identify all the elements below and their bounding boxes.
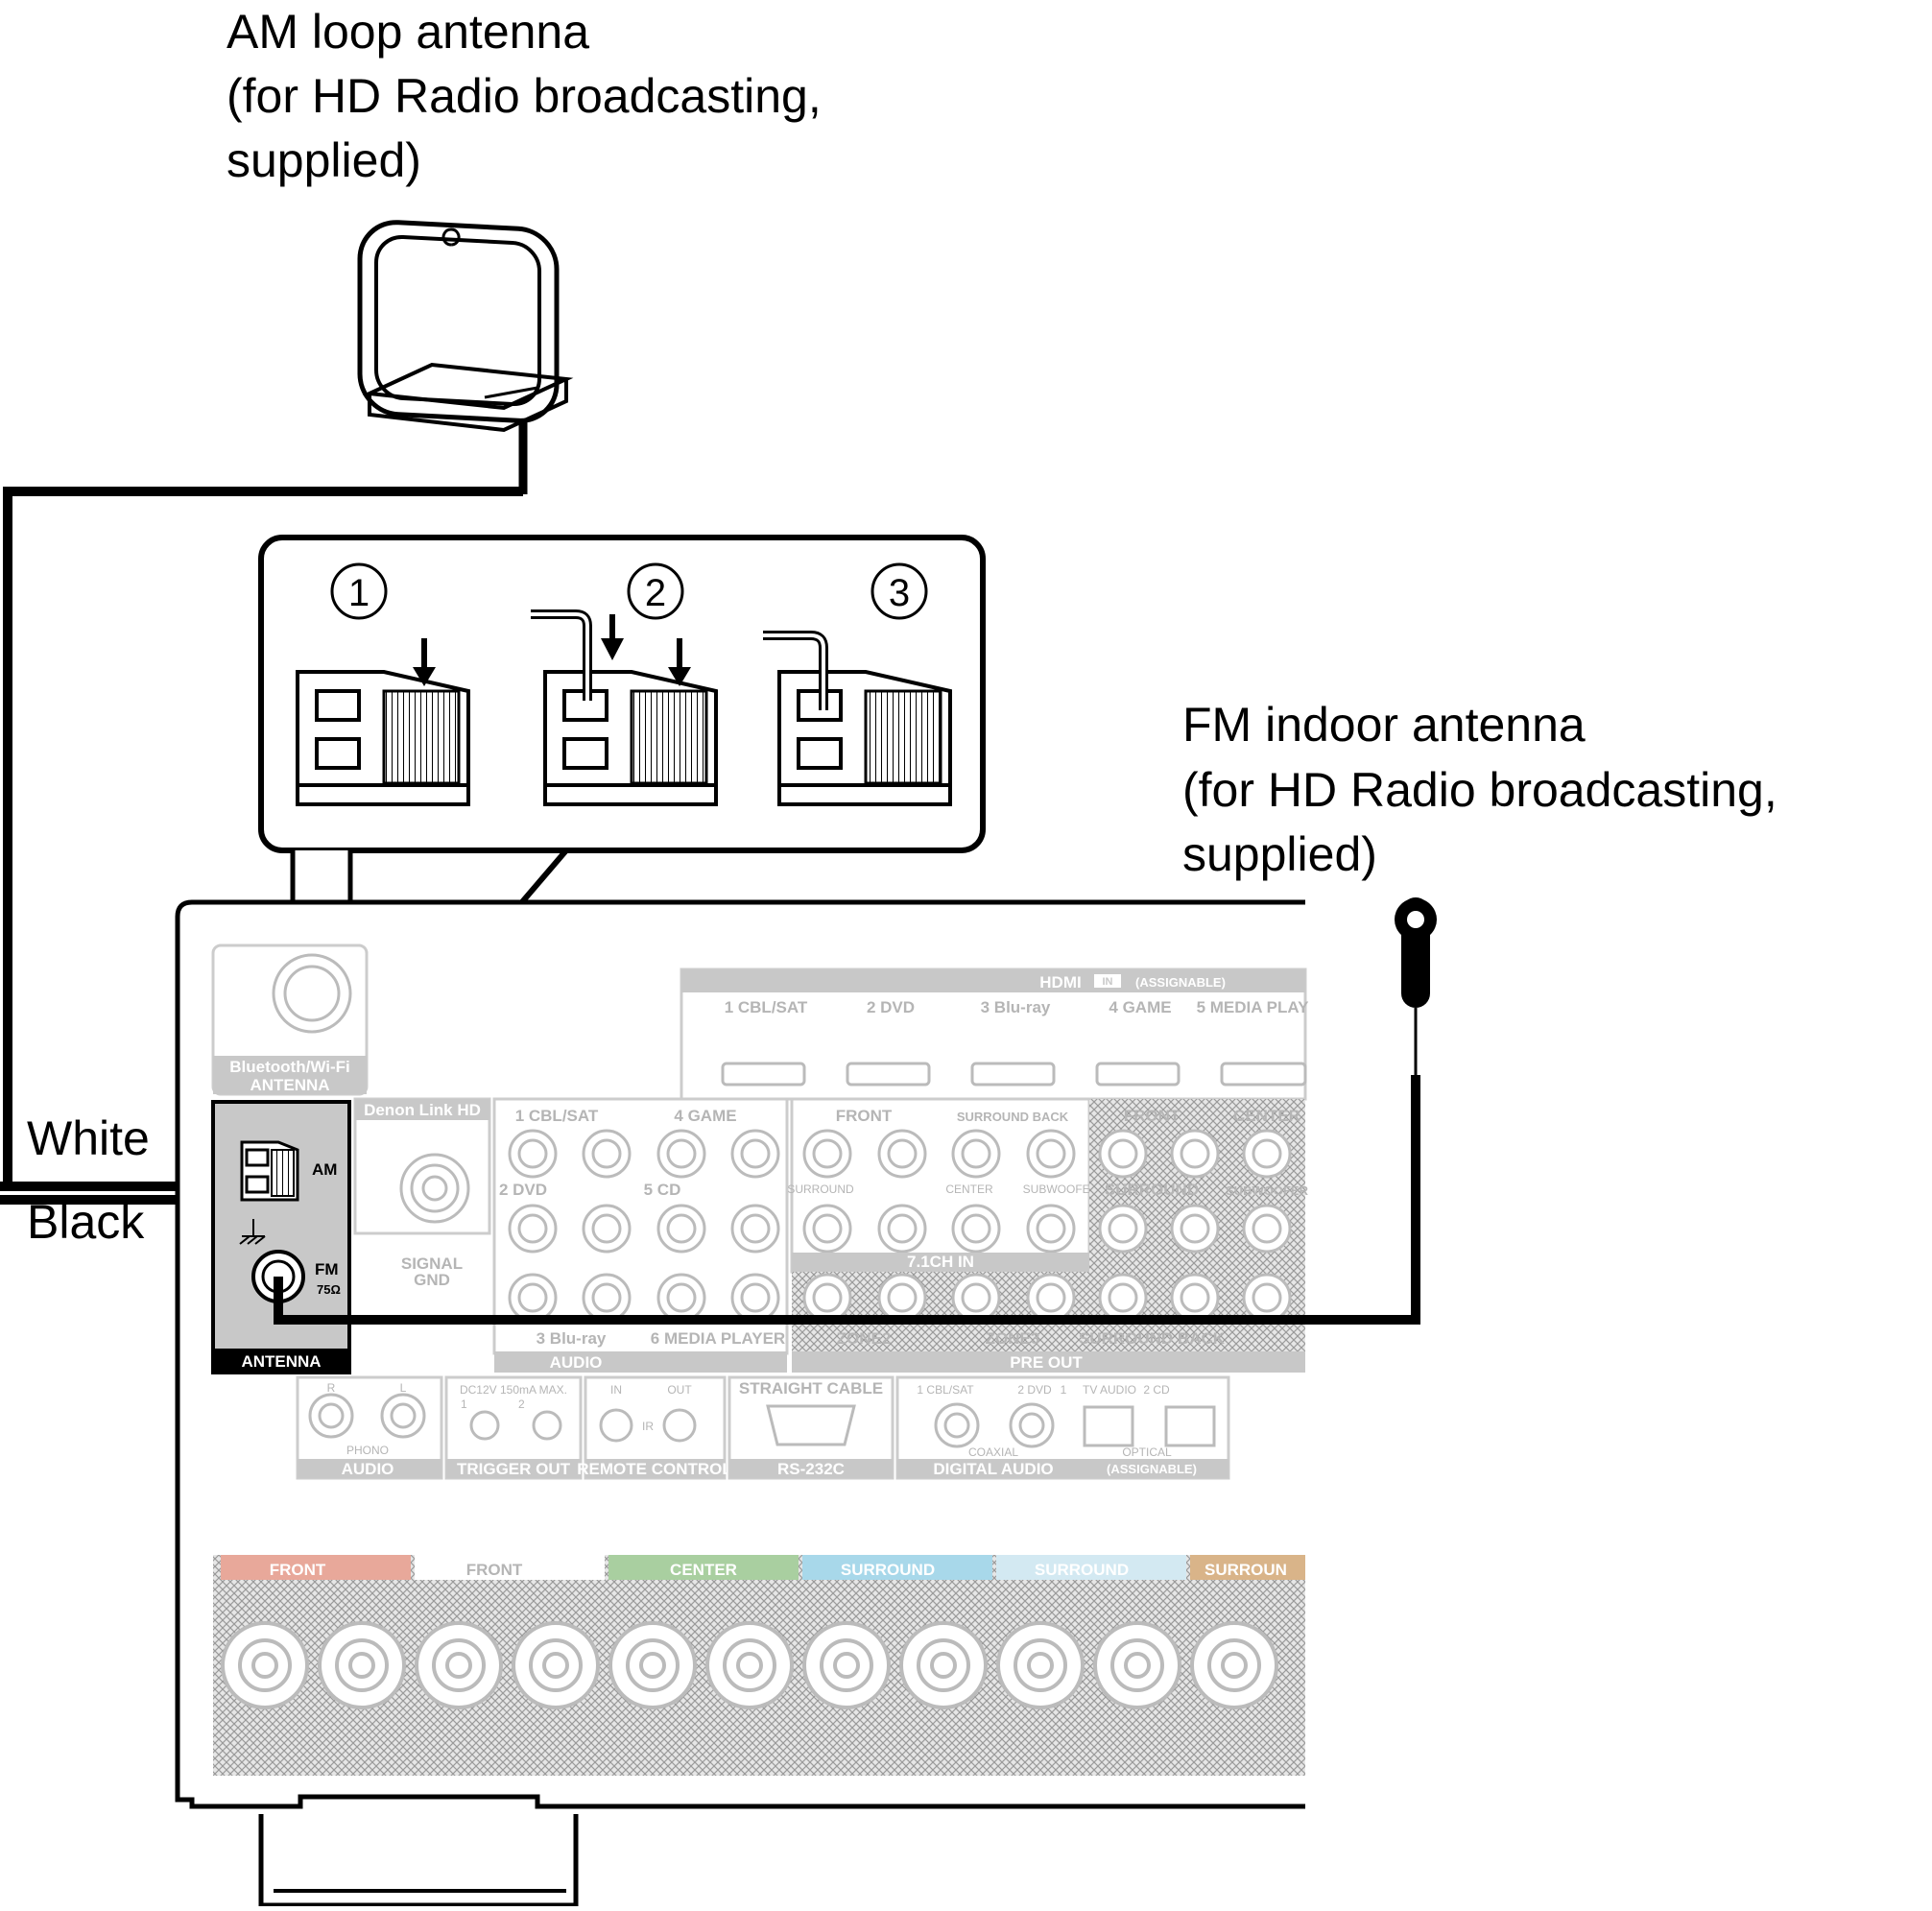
coaxial-label: COAXIAL xyxy=(968,1445,1018,1459)
fm-terminal-label: FM xyxy=(315,1260,339,1278)
trigger-1: 1 xyxy=(461,1397,467,1411)
remote-title: REMOTE CONTROL xyxy=(577,1460,732,1478)
bt-antenna-label-2: ANTENNA xyxy=(250,1076,329,1094)
ch71-front: FRONT xyxy=(836,1107,893,1125)
digital-opt-2: 2 CD xyxy=(1143,1383,1170,1397)
speaker-terminal-row: FRONT FRONT CENTER SURROUND SURROUND SUR… xyxy=(221,1555,1305,1709)
hdmi-assignable: (ASSIGNABLE) xyxy=(1135,975,1226,990)
audio-in-2: 2 DVD xyxy=(499,1181,547,1199)
ch71-sb: SURROUND BACK xyxy=(957,1110,1069,1124)
preout-front: FRONT xyxy=(1124,1107,1181,1125)
step-2-badge xyxy=(627,562,684,620)
terminal-step3-icon xyxy=(763,631,952,806)
spk-center: CENTER xyxy=(670,1561,737,1579)
audio-in-1: 1 CBL/SAT xyxy=(515,1107,599,1125)
fm-indoor-antenna-icon xyxy=(274,897,1437,1325)
preout-zone2: ZONE2 xyxy=(837,1329,892,1348)
terminal-step2-icon xyxy=(531,609,718,806)
am-caption-line1: AM loop antenna xyxy=(227,5,589,59)
preout-zone3: ZONE3 xyxy=(986,1329,1040,1348)
am-caption-line3: supplied) xyxy=(227,133,421,187)
audio-in-5: 5 CD xyxy=(644,1181,681,1199)
trigger-spec: DC12V 150mA MAX. xyxy=(460,1383,567,1397)
signal-gnd-label-2: GND xyxy=(414,1271,450,1289)
hdmi-input-1: 1 CBL/SAT xyxy=(725,998,808,1016)
preout-title: PRE OUT xyxy=(1010,1353,1083,1372)
hdmi-input-4: 4 GAME xyxy=(1109,998,1171,1016)
fm-caption-line2: (for HD Radio broadcasting, xyxy=(1182,763,1777,817)
antenna-terminal-panel: ANTENNA AM FM 75Ω xyxy=(211,1100,351,1374)
digital-tv-audio: TV AUDIO xyxy=(1083,1383,1136,1397)
hdmi-input-3: 3 Blu-ray xyxy=(981,998,1051,1016)
ch71-sub: SUBWOOFER xyxy=(1023,1182,1099,1196)
audio-in-6: 6 MEDIA PLAYER xyxy=(651,1329,785,1348)
preout-sub: SUBWOOFER xyxy=(1226,1183,1309,1198)
denon-link-label: Denon Link HD xyxy=(364,1101,481,1119)
trigger-title: TRIGGER OUT xyxy=(457,1460,571,1478)
hdmi-title: HDMI xyxy=(1039,973,1081,991)
am-caption-line2: (for HD Radio broadcasting, xyxy=(227,69,822,123)
step-3-badge xyxy=(871,562,928,620)
remote-ir: IR xyxy=(642,1420,654,1433)
remote-out: OUT xyxy=(667,1383,692,1397)
receiver-rear-panel: Bluetooth/Wi-Fi ANTENNA HDMI IN (ASSIGNA… xyxy=(175,899,1309,1908)
digital-2: 2 DVD xyxy=(1017,1383,1052,1397)
audio-in-title: AUDIO xyxy=(550,1353,603,1372)
phono-r: R xyxy=(327,1381,336,1395)
digital-1: 1 CBL/SAT xyxy=(917,1383,974,1397)
rs232-cable: STRAIGHT CABLE xyxy=(739,1379,883,1397)
audio-in-3: 3 Blu-ray xyxy=(537,1329,607,1348)
phono-audio-title: AUDIO xyxy=(342,1460,394,1478)
spk-front-r: FRONT xyxy=(270,1561,326,1579)
phono-l: L xyxy=(400,1381,407,1395)
ch71-center: CENTER xyxy=(945,1182,993,1196)
phono-label: PHONO xyxy=(346,1444,389,1457)
hdmi-in-badge: IN xyxy=(1103,976,1113,988)
remote-in: IN xyxy=(610,1383,622,1397)
step-2-number: 2 xyxy=(645,572,666,614)
trigger-2: 2 xyxy=(518,1397,525,1411)
ch71-surround: SURROUND xyxy=(787,1182,854,1196)
step-1-number: 1 xyxy=(348,572,370,614)
digital-opt-1: 1 xyxy=(1061,1383,1067,1397)
terminal-step1-icon xyxy=(296,638,470,806)
spk-surround-r: SURROUND xyxy=(841,1561,935,1579)
step-3-number: 3 xyxy=(889,572,910,614)
fm-caption-line1: FM indoor antenna xyxy=(1182,698,1586,752)
am-loop-antenna-icon xyxy=(357,220,574,494)
spk-front-l: FRONT xyxy=(466,1561,523,1579)
spk-surround-l: SURROUND xyxy=(1035,1561,1129,1579)
fm-impedance: 75Ω xyxy=(317,1282,341,1297)
preout-surround: SURROUND xyxy=(1105,1181,1199,1199)
am-terminal-label: AM xyxy=(312,1160,337,1179)
signal-gnd-label-1: SIGNAL xyxy=(401,1254,463,1273)
optical-label: OPTICAL xyxy=(1122,1445,1172,1459)
audio-in-4: 4 GAME xyxy=(674,1107,736,1125)
bt-antenna-label-1: Bluetooth/Wi-Fi xyxy=(229,1058,349,1076)
preout-sb: SURROUND BACK xyxy=(1079,1329,1226,1348)
rs232-title: RS-232C xyxy=(777,1460,845,1478)
hdmi-input-2: 2 DVD xyxy=(867,998,915,1016)
fm-caption-line3: supplied) xyxy=(1182,827,1377,881)
hdmi-input-5: 5 MEDIA PLAY xyxy=(1197,998,1309,1016)
ch71-title: 7.1CH IN xyxy=(907,1253,974,1271)
preout-center: CENTER xyxy=(1233,1107,1300,1125)
spk-surround-back: SURROUN xyxy=(1205,1561,1287,1579)
step-1-badge xyxy=(330,562,388,620)
antenna-panel-title: ANTENNA xyxy=(241,1352,321,1371)
ground-icon xyxy=(239,1219,266,1245)
digital-assignable: (ASSIGNABLE) xyxy=(1107,1462,1197,1476)
white-wire-label: White xyxy=(27,1111,150,1165)
digital-title: DIGITAL AUDIO xyxy=(933,1460,1053,1478)
